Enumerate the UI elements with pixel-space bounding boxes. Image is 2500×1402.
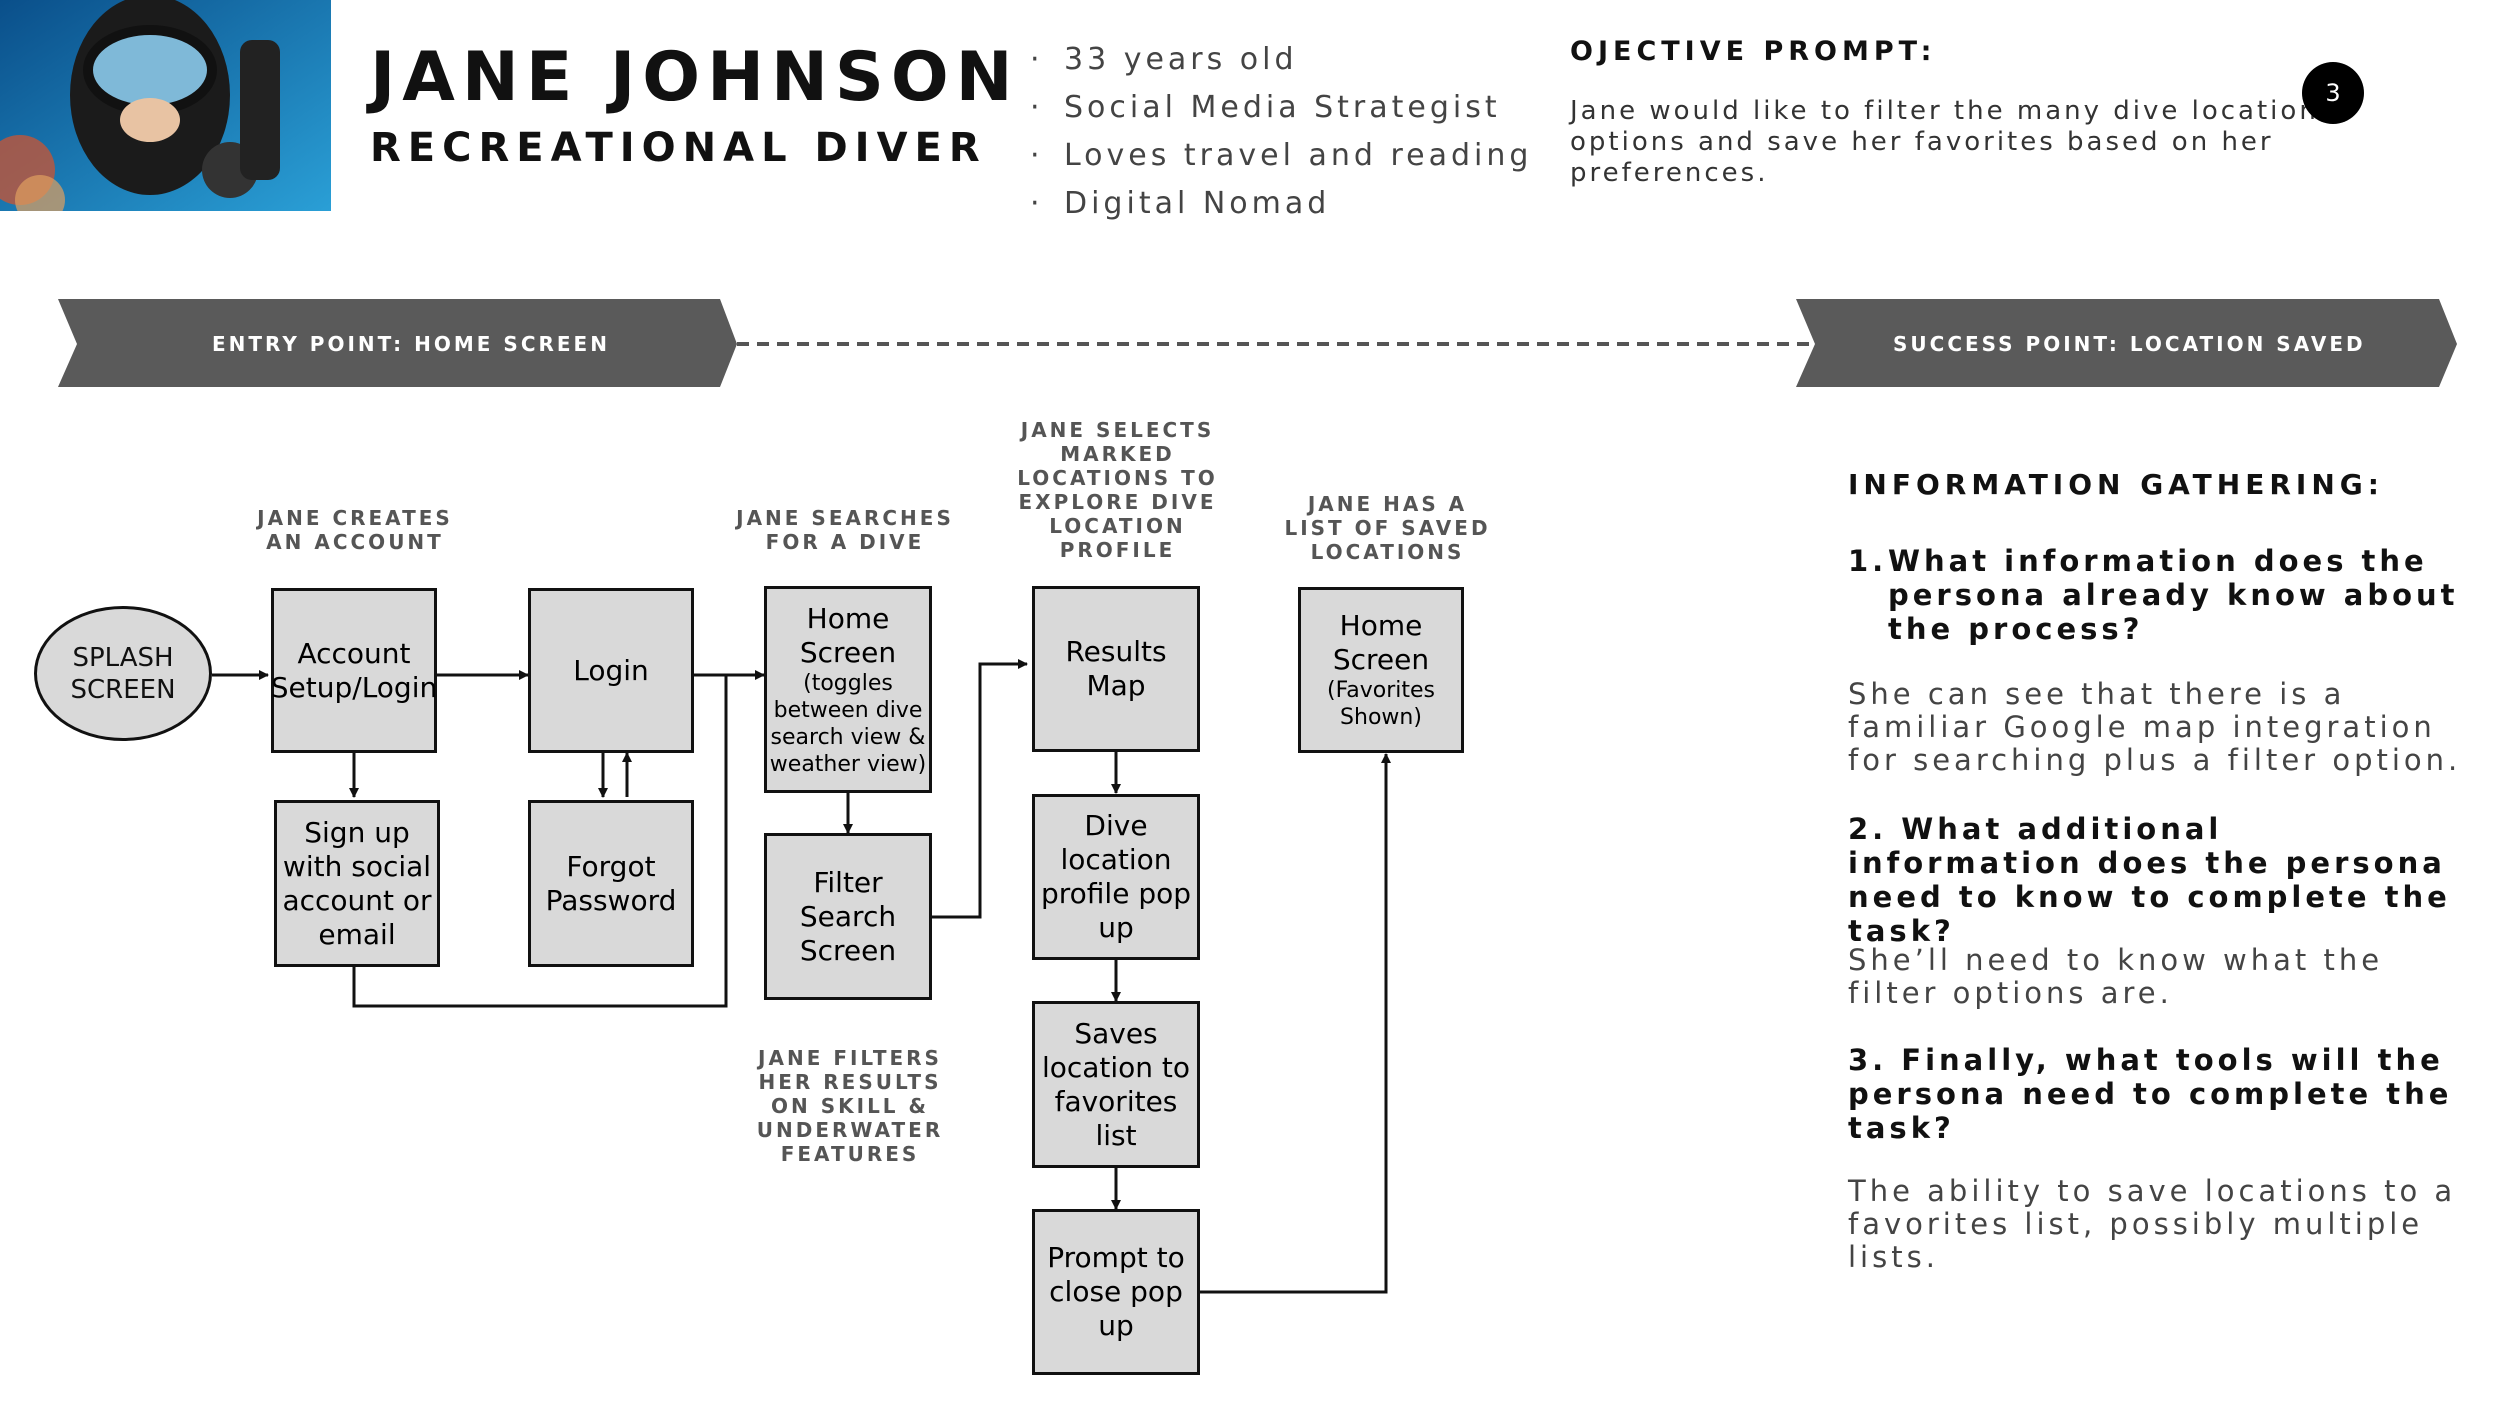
node-home-screen-favorites: Home Screen (Favorites Shown) — [1298, 587, 1464, 753]
fact-item: ·Loves travel and reading — [1030, 136, 1532, 184]
bullet-icon: · — [1030, 138, 1044, 173]
question-1: 1. What information does the persona alr… — [1848, 544, 2468, 646]
entry-point-label: ENTRY POINT: HOME SCREEN — [212, 332, 610, 356]
question-1-text: What information does the persona alread… — [1888, 544, 2459, 646]
persona-name: JANE JOHNSON — [370, 38, 1020, 117]
step-label-filters: JANE FILTERS HER RESULTS ON SKILL & UNDE… — [756, 1046, 944, 1166]
step-label-creates-account: JANE CREATES AN ACCOUNT — [257, 506, 453, 554]
objective-title: OJECTIVE PROMPT: — [1570, 36, 1937, 67]
node-sign-up: Sign up with social account or email — [274, 800, 440, 967]
persona-photo — [0, 0, 331, 211]
question-2: 2. What additional information does the … — [1848, 812, 2451, 948]
node-saves-location: Saves location to favorites list — [1032, 1001, 1200, 1168]
node-home-screen-subtitle: (toggles between dive search view & weat… — [769, 670, 927, 777]
info-gathering-title: INFORMATION GATHERING: — [1848, 468, 2384, 501]
page-number-badge: 3 — [2302, 62, 2364, 124]
step-label-saved-list: JANE HAS A LIST OF SAVED LOCATIONS — [1284, 492, 1491, 564]
node-home-favorites-title: Home Screen — [1332, 609, 1430, 676]
persona-facts: ·33 years old ·Social Media Strategist ·… — [1030, 40, 1532, 232]
bullet-icon: · — [1030, 42, 1044, 77]
node-home-screen: Home Screen (toggles between dive search… — [764, 586, 932, 793]
success-point-label: SUCCESS POINT: LOCATION SAVED — [1893, 332, 2366, 356]
persona-role: RECREATIONAL DIVER — [370, 125, 987, 171]
node-filter-search: Filter Search Screen — [764, 833, 932, 1000]
node-home-screen-title: Home Screen — [799, 601, 897, 669]
fact-item: ·Digital Nomad — [1030, 184, 1532, 232]
answer-3: The ability to save locations to a favor… — [1848, 1174, 2457, 1274]
node-login: Login — [528, 588, 694, 753]
node-results-map: Results Map — [1032, 586, 1200, 752]
node-dive-location-profile: Dive location profile pop up — [1032, 794, 1200, 960]
fact-item: ·Social Media Strategist — [1030, 88, 1532, 136]
step-label-selects: JANE SELECTS MARKED LOCATIONS TO EXPLORE… — [1017, 418, 1218, 562]
step-label-searches: JANE SEARCHES FOR A DIVE — [736, 506, 954, 554]
answer-1: She can see that there is a familiar Goo… — [1848, 677, 2462, 777]
objective-body: Jane would like to filter the many dive … — [1570, 96, 2319, 188]
bullet-icon: · — [1030, 186, 1044, 221]
entry-banner — [58, 299, 737, 387]
bullet-icon: · — [1030, 90, 1044, 125]
success-banner — [1796, 299, 2457, 387]
answer-2: She’ll need to know what the filter opti… — [1848, 943, 2384, 1010]
node-splash-screen: SPLASH SCREEN — [34, 606, 212, 741]
question-1-number: 1. — [1848, 544, 1888, 578]
node-home-favorites-subtitle: (Favorites Shown) — [1327, 678, 1435, 730]
question-3: 3. Finally, what tools will the persona … — [1848, 1043, 2453, 1145]
node-forgot-password: Forgot Password — [528, 800, 694, 967]
node-prompt-close: Prompt to close pop up — [1032, 1209, 1200, 1375]
node-account-setup: Account Setup/Login — [271, 588, 437, 753]
fact-item: ·33 years old — [1030, 40, 1532, 88]
